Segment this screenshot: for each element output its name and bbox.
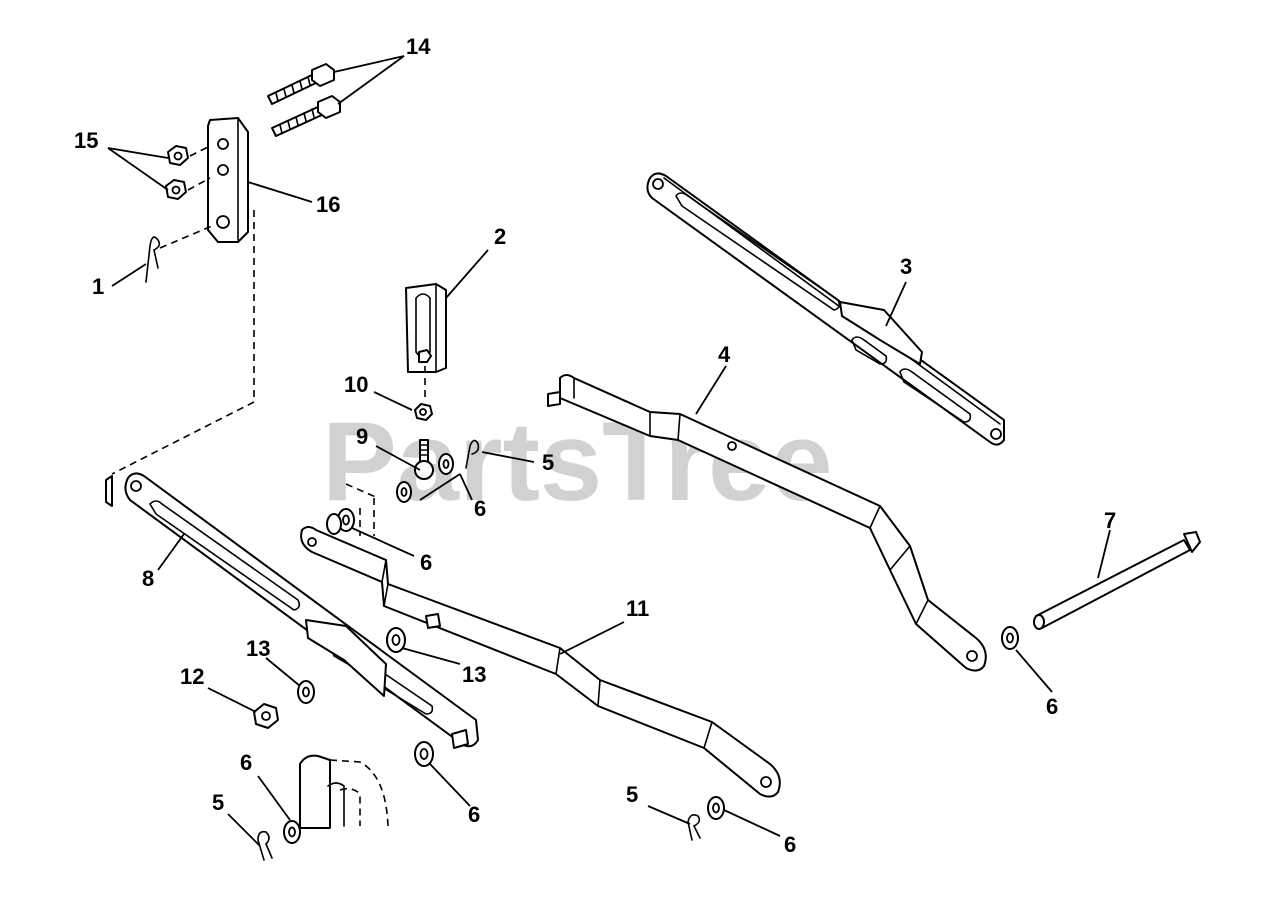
bolt-9 xyxy=(414,439,434,480)
callout-6-left: 6 xyxy=(240,750,252,775)
washer-13-center xyxy=(386,627,406,653)
pin-rod-7 xyxy=(1033,531,1201,630)
callout-6-bottom: 6 xyxy=(784,832,796,857)
washer-13-left xyxy=(297,680,315,704)
callout-13-left: 13 xyxy=(246,636,270,661)
washer-6-lower xyxy=(414,741,434,767)
slotted-link-bar-8 xyxy=(124,472,479,749)
callout-6-middle: 6 xyxy=(420,550,432,575)
washer-6-bottom xyxy=(707,796,725,820)
hairpin-clip-5-top xyxy=(465,439,480,469)
callout-3: 3 xyxy=(900,254,912,279)
callout-2: 2 xyxy=(494,224,506,249)
lift-arm-11 xyxy=(300,526,781,798)
hairpin-clip-5-right xyxy=(687,814,701,841)
hairpin-clip-5-left xyxy=(257,830,273,861)
leader-lines xyxy=(107,55,1111,847)
slotted-bracket-2 xyxy=(405,283,447,402)
slotted-link-bar-3 xyxy=(646,172,1005,446)
washer-6-left xyxy=(283,820,301,844)
hex-nut-12 xyxy=(253,703,279,729)
alignment-lines xyxy=(105,210,255,507)
callout-7: 7 xyxy=(1104,508,1116,533)
callout-5-top: 5 xyxy=(542,450,554,475)
callout-1: 1 xyxy=(92,274,104,299)
mounting-plate-16 xyxy=(207,117,249,243)
callout-6-right: 6 xyxy=(1046,694,1058,719)
callout-5-left: 5 xyxy=(212,790,224,815)
washer-6-right xyxy=(1001,626,1019,650)
callout-11: 11 xyxy=(626,596,649,621)
callout-16: 16 xyxy=(316,192,340,217)
lift-arm-4 xyxy=(547,374,987,672)
callout-14: 14 xyxy=(406,34,431,59)
callout-9: 9 xyxy=(356,424,368,449)
callout-labels: 14 15 16 1 2 3 4 10 9 5 6 6 7 6 8 11 13 … xyxy=(74,34,1116,857)
callout-12: 12 xyxy=(180,664,204,689)
hex-bolt-14 xyxy=(267,63,341,137)
callout-13-right: 13 xyxy=(462,662,486,687)
washer-group-6 xyxy=(326,453,454,536)
callout-4: 4 xyxy=(718,342,731,367)
callout-6-top: 6 xyxy=(474,496,486,521)
callout-10: 10 xyxy=(344,372,368,397)
callout-5-right: 5 xyxy=(626,782,638,807)
callout-15: 15 xyxy=(74,128,98,153)
callout-8: 8 xyxy=(142,566,154,591)
callout-6-lower: 6 xyxy=(468,802,480,827)
hex-nut-10 xyxy=(414,403,433,421)
frame-bracket xyxy=(299,754,389,829)
hex-nut-15 xyxy=(165,145,211,200)
hairpin-clip-1 xyxy=(145,225,213,283)
